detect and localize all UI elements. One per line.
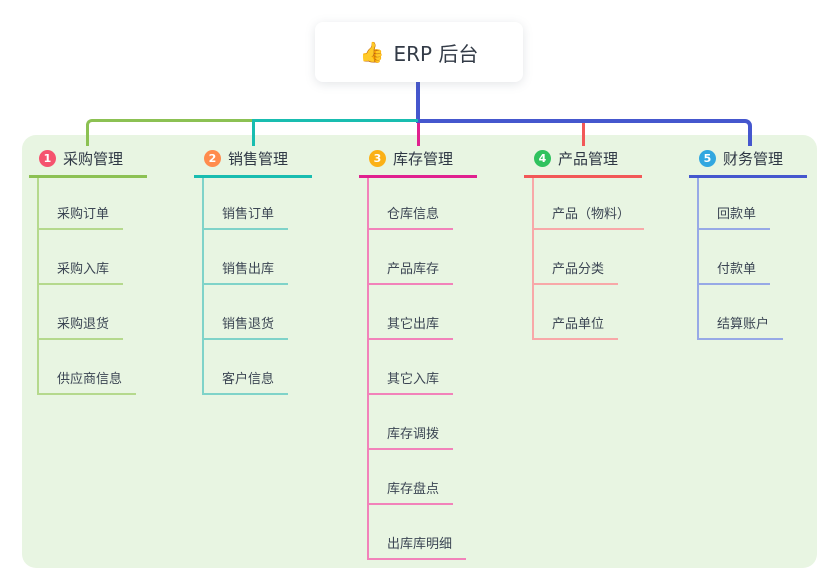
branch-2-drop-line bbox=[251, 118, 255, 146]
branch-number-badge: 2 bbox=[204, 150, 221, 167]
child-node[interactable]: 库存调拨 bbox=[369, 395, 559, 450]
branch-number-badge: 3 bbox=[369, 150, 386, 167]
branch-number-badge: 4 bbox=[534, 150, 551, 167]
child-node[interactable]: 采购退货 bbox=[39, 285, 229, 340]
branch-财务管理: 5 财务管理回款单付款单结算账户 bbox=[689, 148, 839, 340]
root-title: ERP 后台 bbox=[393, 41, 479, 66]
branch-header-3[interactable]: 3 库存管理 bbox=[359, 148, 477, 178]
branch-children: 采购订单采购入库采购退货供应商信息 bbox=[37, 178, 229, 395]
child-node[interactable]: 采购入库 bbox=[39, 230, 229, 285]
child-label: 出库库明细 bbox=[369, 533, 467, 560]
branch-number-badge: 1 bbox=[39, 150, 56, 167]
branch-label: 产品管理 bbox=[558, 150, 619, 168]
child-node[interactable]: 其它入库 bbox=[369, 340, 559, 395]
child-node[interactable]: 产品（物料） bbox=[534, 178, 724, 230]
branches-panel bbox=[22, 135, 817, 568]
branch-label: 采购管理 bbox=[63, 150, 124, 168]
branch-2-connector-line bbox=[253, 118, 418, 122]
child-label: 其它入库 bbox=[369, 368, 454, 395]
child-label: 库存调拨 bbox=[369, 423, 454, 450]
child-label: 回款单 bbox=[699, 203, 771, 230]
branch-产品管理: 4 产品管理产品（物料） 产品分类产品单位 bbox=[524, 148, 724, 340]
child-label: 产品单位 bbox=[534, 313, 619, 340]
branch-label: 销售管理 bbox=[228, 150, 289, 168]
child-label: 产品分类 bbox=[534, 258, 619, 285]
child-node[interactable]: 采购订单 bbox=[39, 178, 229, 230]
child-label: 客户信息 bbox=[204, 368, 289, 395]
root-node[interactable]: 👍 ERP 后台 bbox=[315, 22, 523, 82]
child-node[interactable]: 供应商信息 bbox=[39, 340, 229, 395]
child-node[interactable]: 库存盘点 bbox=[369, 450, 559, 505]
thumbs-up-icon: 👍 bbox=[359, 40, 385, 64]
child-node[interactable]: 销售退货 bbox=[204, 285, 394, 340]
branch-number-badge: 5 bbox=[699, 150, 716, 167]
branch-children: 回款单付款单结算账户 bbox=[697, 178, 839, 340]
branch-children: 销售订单销售出库销售退货客户信息 bbox=[202, 178, 394, 395]
child-label: 销售出库 bbox=[204, 258, 289, 285]
child-label: 库存盘点 bbox=[369, 478, 454, 505]
child-node[interactable]: 结算账户 bbox=[699, 285, 839, 340]
child-label: 产品库存 bbox=[369, 258, 454, 285]
child-node[interactable]: 产品单位 bbox=[534, 285, 724, 340]
child-label: 采购退货 bbox=[39, 313, 124, 340]
child-label: 产品（物料） bbox=[534, 203, 645, 230]
child-label: 供应商信息 bbox=[39, 368, 137, 395]
branch-4-drop-line bbox=[581, 122, 585, 146]
child-label: 销售退货 bbox=[204, 313, 289, 340]
branch-库存管理: 3 库存管理仓库信息产品库存其它出库其它入库库存调拨库存盘点出库库明细 bbox=[359, 148, 559, 560]
child-label: 结算账户 bbox=[699, 313, 784, 340]
child-label: 采购入库 bbox=[39, 258, 124, 285]
child-node[interactable]: 回款单 bbox=[699, 178, 839, 230]
child-node[interactable]: 其它出库 bbox=[369, 285, 559, 340]
branch-label: 库存管理 bbox=[393, 150, 454, 168]
branch-header-4[interactable]: 4 产品管理 bbox=[524, 148, 642, 178]
child-label: 仓库信息 bbox=[369, 203, 454, 230]
branch-3-drop-line bbox=[416, 122, 420, 146]
branch-5-connector-line bbox=[418, 118, 752, 146]
branch-children: 仓库信息产品库存其它出库其它入库库存调拨库存盘点出库库明细 bbox=[367, 178, 559, 560]
branch-header-1[interactable]: 1 采购管理 bbox=[29, 148, 147, 178]
child-label: 采购订单 bbox=[39, 203, 124, 230]
branch-1-connector-line bbox=[86, 118, 253, 146]
branch-children: 产品（物料） 产品分类产品单位 bbox=[532, 178, 724, 340]
child-node[interactable]: 出库库明细 bbox=[369, 505, 559, 560]
child-label: 其它出库 bbox=[369, 313, 454, 340]
child-label: 付款单 bbox=[699, 258, 771, 285]
child-node[interactable]: 销售出库 bbox=[204, 230, 394, 285]
branch-header-5[interactable]: 5 财务管理 bbox=[689, 148, 807, 178]
child-node[interactable]: 仓库信息 bbox=[369, 178, 559, 230]
branch-label: 财务管理 bbox=[723, 150, 784, 168]
branch-销售管理: 2 销售管理销售订单销售出库销售退货客户信息 bbox=[194, 148, 394, 395]
child-node[interactable]: 付款单 bbox=[699, 230, 839, 285]
branch-header-2[interactable]: 2 销售管理 bbox=[194, 148, 312, 178]
child-node[interactable]: 产品分类 bbox=[534, 230, 724, 285]
child-node[interactable]: 客户信息 bbox=[204, 340, 394, 395]
child-label: 销售订单 bbox=[204, 203, 289, 230]
child-node[interactable]: 产品库存 bbox=[369, 230, 559, 285]
branch-采购管理: 1 采购管理采购订单采购入库采购退货供应商信息 bbox=[29, 148, 229, 395]
root-connector-line bbox=[415, 82, 420, 123]
child-node[interactable]: 销售订单 bbox=[204, 178, 394, 230]
